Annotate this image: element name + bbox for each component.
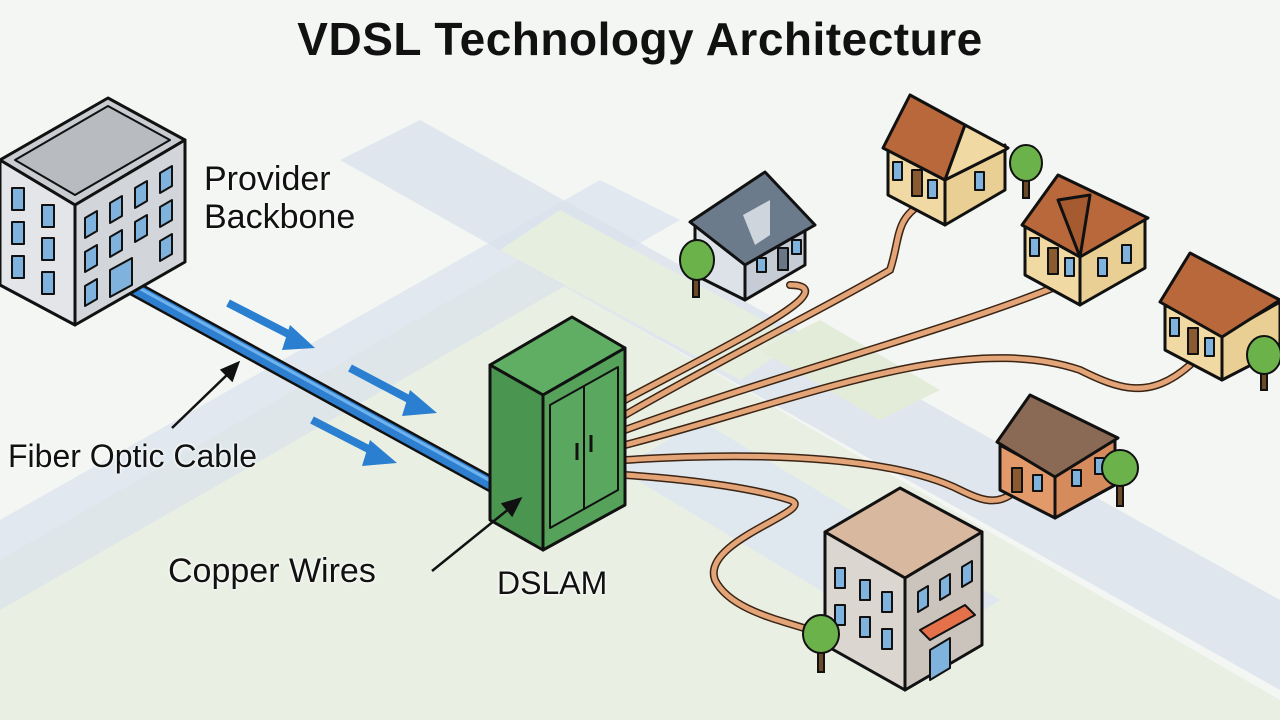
tree-icon [802, 614, 840, 673]
provider-backbone-building [0, 96, 187, 327]
pointer-arrowhead-icon [500, 496, 523, 518]
tree-icon [1101, 449, 1139, 507]
copper-wires-label: Copper Wires [168, 552, 376, 590]
copper-wires [621, 201, 1194, 634]
house-gable [1020, 173, 1150, 307]
pointer-arrowhead-icon [219, 360, 241, 383]
house-small [995, 393, 1120, 520]
fiber-optic-cable-label: Fiber Optic Cable [8, 438, 257, 474]
diagram-title: VDSL Technology Architecture [297, 13, 983, 65]
house-right [1158, 251, 1280, 382]
tree-icon [679, 239, 715, 298]
provider-label-line2: Backbone [204, 198, 356, 236]
apartment-building [823, 486, 984, 692]
fiber-optic-cable [120, 277, 506, 496]
flow-arrow-icon [226, 299, 315, 350]
house-top [881, 93, 1010, 227]
dslam-cabinet [488, 315, 627, 552]
house-gray [688, 170, 817, 302]
flow-arrow-icon [310, 416, 397, 466]
data-flow-arrows [226, 299, 437, 466]
tree-icon [1009, 144, 1043, 199]
copper-pointer-arrow [431, 507, 511, 572]
provider-backbone-label: Provider Backbone [204, 160, 355, 236]
tree-icon [1246, 335, 1280, 391]
flow-arrow-icon [348, 364, 437, 416]
fiber-pointer-arrow [171, 371, 231, 429]
label-pointers [171, 360, 523, 572]
dslam-label: DSLAM [497, 565, 608, 601]
provider-label-line1: Provider [204, 160, 331, 198]
